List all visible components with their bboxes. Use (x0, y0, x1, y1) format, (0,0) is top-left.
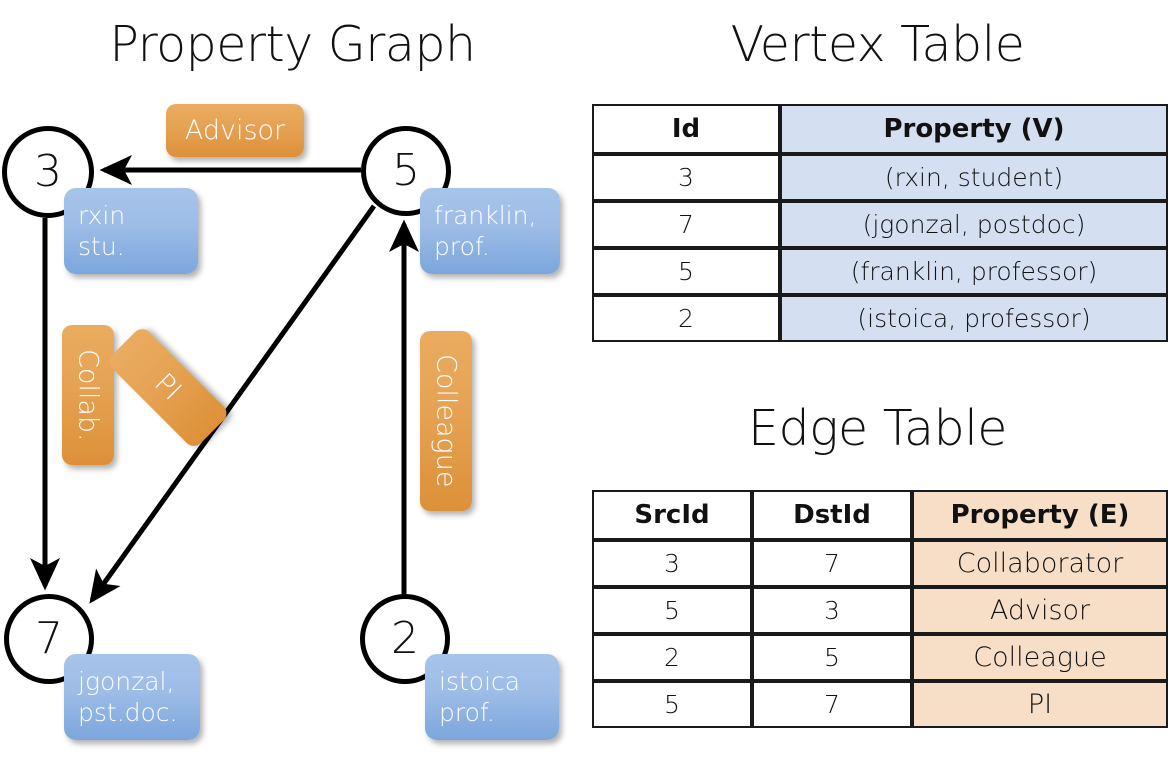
graph-node-5[interactable]: 5 (361, 126, 451, 216)
table-row: 2 (istoica, professor) (592, 295, 1168, 342)
table-row: 2 5 Colleague (592, 634, 1168, 681)
node-property-line-2: pst.doc. (78, 698, 178, 728)
edge-cell-dstid: 3 (752, 587, 912, 634)
table-row: 5 (franklin, professor) (592, 248, 1168, 295)
edge-cell-srcid: 5 (592, 587, 752, 634)
vertex-cell-property: (istoica, professor) (780, 295, 1168, 342)
edge-table: SrcId DstId Property (E) 3 7 Collaborato… (592, 490, 1168, 728)
edge-cell-property: PI (912, 681, 1168, 728)
property-graph-diagram: 3 5 7 2 rxin stu. franklin, prof. jgonza… (2, 104, 560, 740)
edge-label-advisor: Advisor (166, 104, 304, 157)
edge-label-colleague: Colleague (420, 331, 472, 511)
node-property-bubble-2: istoica prof. (425, 654, 559, 740)
edge-cell-property: Collaborator (912, 540, 1168, 587)
edge-cell-dstid: 5 (752, 634, 912, 681)
page-title-property-graph: Property Graph (109, 16, 476, 73)
edge-label-text: Collab. (72, 348, 104, 442)
edge-cell-srcid: 3 (592, 540, 752, 587)
node-property-bubble-5: franklin, prof. (420, 188, 560, 274)
vertex-cell-property: (franklin, professor) (780, 248, 1168, 295)
node-property-bubble-7: jgonzal, pst.doc. (64, 654, 200, 740)
vertex-cell-property: (rxin, student) (780, 154, 1168, 201)
table-row: 3 (rxin, student) (592, 154, 1168, 201)
vertex-header-id: Id (592, 104, 780, 154)
vertex-cell-property: (jgonzal, postdoc) (780, 201, 1168, 248)
vertex-cell-id: 5 (592, 248, 780, 295)
edge-label-collab: Collab. (62, 325, 114, 465)
edge-5-to-7-pi (89, 204, 377, 604)
edge-header-srcid: SrcId (592, 490, 752, 540)
vertex-cell-id: 7 (592, 201, 780, 248)
node-property-line-1: istoica (439, 667, 521, 696)
table-row: 3 7 Collaborator (592, 540, 1168, 587)
vertex-cell-id: 3 (592, 154, 780, 201)
table-header-row: SrcId DstId Property (E) (592, 490, 1168, 540)
graph-edges-layer (30, 155, 419, 604)
edge-cell-property: Colleague (912, 634, 1168, 681)
table-row: 5 7 PI (592, 681, 1168, 728)
edge-label-text: PI (148, 367, 188, 408)
vertex-table: Id Property (V) 3 (rxin, student) 7 (jgo… (592, 104, 1168, 342)
edge-header-dstid: DstId (752, 490, 912, 540)
page-title-edge-table: Edge Table (748, 400, 1007, 457)
page-title-vertex-table: Vertex Table (730, 16, 1025, 73)
table-row: 5 3 Advisor (592, 587, 1168, 634)
vertex-cell-id: 2 (592, 295, 780, 342)
graph-node-2[interactable]: 2 (360, 594, 450, 684)
node-property-line-1: franklin, (434, 201, 537, 230)
edge-label-text: Colleague (430, 354, 462, 488)
edge-cell-dstid: 7 (752, 681, 912, 728)
node-property-line-2: stu. (78, 232, 125, 262)
node-property-line-1: jgonzal, (78, 667, 175, 696)
edge-cell-srcid: 2 (592, 634, 752, 681)
edge-header-property: Property (E) (912, 490, 1168, 540)
edge-cell-srcid: 5 (592, 681, 752, 728)
node-property-bubble-3: rxin stu. (64, 188, 198, 274)
edge-cell-property: Advisor (912, 587, 1168, 634)
node-property-line-2: prof. (439, 698, 495, 728)
vertex-header-property: Property (V) (780, 104, 1168, 154)
edge-cell-dstid: 7 (752, 540, 912, 587)
node-property-line-1: rxin (78, 201, 126, 230)
edge-label-text: Advisor (184, 115, 286, 146)
table-row: 7 (jgonzal, postdoc) (592, 201, 1168, 248)
node-property-line-2: prof. (434, 232, 490, 262)
table-header-row: Id Property (V) (592, 104, 1168, 154)
